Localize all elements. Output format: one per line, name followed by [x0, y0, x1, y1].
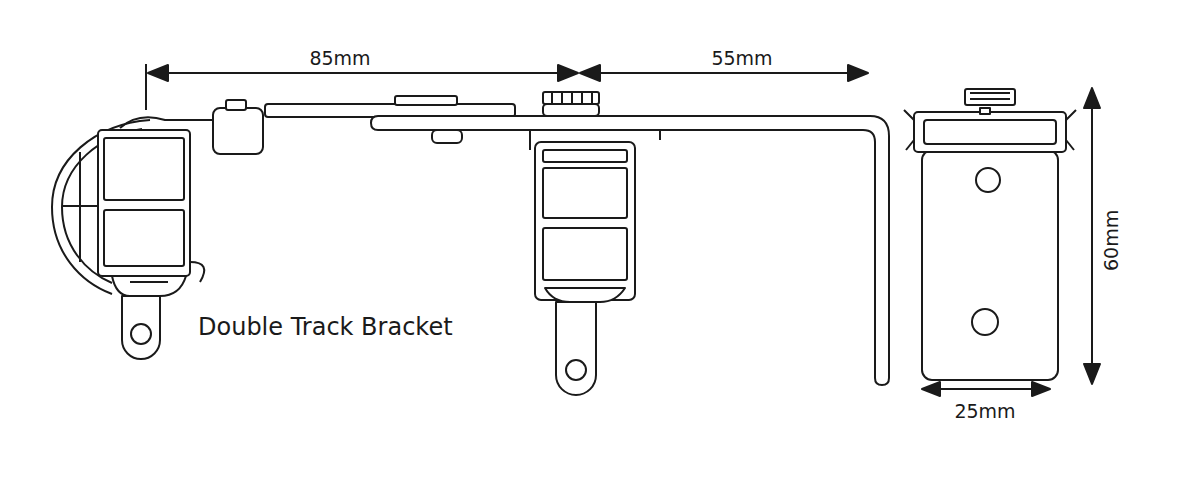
- spring-top: [965, 89, 1015, 105]
- dimension-line: [1091, 96, 1093, 376]
- thread-line: [571, 92, 573, 104]
- thread-line: [581, 92, 583, 104]
- dimension-line: [928, 388, 1044, 390]
- glider-rib: [130, 281, 168, 283]
- track-channel: [543, 150, 627, 162]
- side-clip: [914, 112, 1066, 152]
- arrow-head: [148, 65, 168, 81]
- bracket-arm: [371, 116, 889, 385]
- thread-line: [591, 92, 593, 104]
- thread-line: [551, 92, 553, 104]
- side-clip-inner: [924, 120, 1056, 144]
- track-chamber: [543, 168, 627, 218]
- arrow-head: [1084, 364, 1100, 384]
- track-chamber: [543, 228, 627, 280]
- arrow-head: [848, 65, 868, 81]
- track-body: [98, 130, 190, 276]
- extension-line: [145, 64, 147, 110]
- dimension-label: 85mm: [309, 48, 370, 69]
- clip-latch: [980, 108, 990, 114]
- arrow-head: [1032, 382, 1050, 396]
- thread-stud: [543, 92, 599, 104]
- arrow-head: [580, 65, 600, 81]
- eye-hole: [566, 360, 586, 380]
- eye-hole: [131, 324, 151, 344]
- arrow-head: [558, 65, 578, 81]
- bracket-side: [922, 150, 1058, 380]
- plate-screw: [395, 96, 457, 105]
- track-clip: [120, 117, 214, 128]
- clip-screw: [226, 100, 246, 110]
- arrow-head: [1084, 88, 1100, 108]
- fixing-hole: [972, 309, 998, 335]
- track-chamber: [104, 138, 184, 200]
- dimension-line: [150, 72, 576, 74]
- track-chamber: [104, 210, 184, 266]
- glider: [545, 288, 625, 302]
- dimension-label: 25mm: [954, 401, 1015, 422]
- bolt-head: [976, 168, 1000, 192]
- arrow-head: [922, 382, 940, 396]
- glider-eye: [122, 296, 160, 359]
- thread-line: [561, 92, 563, 104]
- part-name: Double Track Bracket: [198, 314, 453, 340]
- clip-block: [213, 108, 263, 154]
- fascia-rib: [79, 152, 81, 262]
- track-lip: [190, 262, 204, 282]
- clip-tab: [904, 110, 1076, 150]
- dimension-label: 55mm: [711, 48, 772, 69]
- bolt-head: [432, 130, 462, 143]
- glider: [112, 276, 186, 296]
- glider-eye: [556, 302, 596, 395]
- dimension-label: 60mm: [1102, 209, 1123, 270]
- hex-nut: [543, 104, 599, 116]
- spring-coil: [970, 93, 1010, 99]
- dimension-line: [582, 72, 866, 74]
- track-body: [535, 142, 635, 300]
